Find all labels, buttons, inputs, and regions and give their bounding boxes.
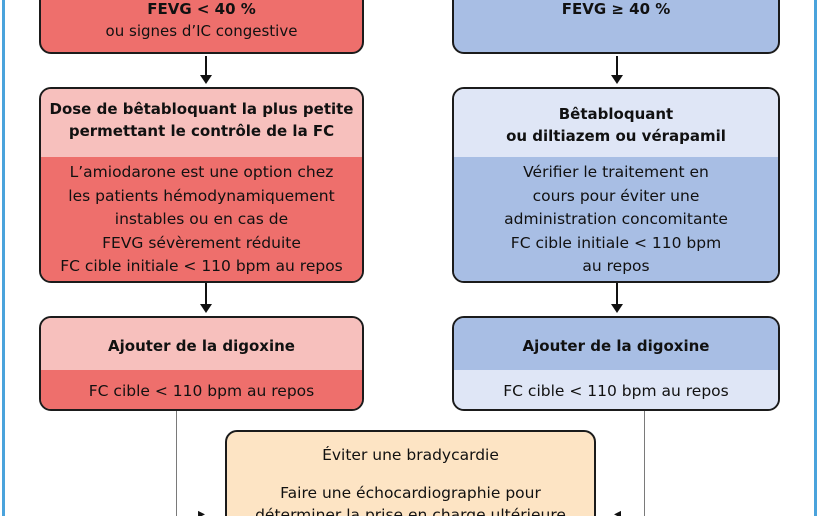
left-mid-title: Dose de bêtabloquant la plus petite perm…	[41, 89, 362, 157]
left-top-line-2: ou signes d’IC congestive	[105, 22, 298, 40]
center-line-3: déterminer la prise en charge ultérieure	[255, 506, 566, 516]
right-bottom-box: Ajouter de la digoxine FC cible < 110 bp…	[452, 316, 780, 411]
right-mid-box: Bêtabloquant ou diltiazem ou vérapamil V…	[452, 87, 780, 283]
right-top-line-1: FEVG ≥ 40 %	[561, 0, 671, 18]
right-mid-body: Vérifier le traitement en cours pour évi…	[454, 157, 778, 281]
right-arrow-2	[611, 283, 623, 313]
right-bottom-title: Ajouter de la digoxine	[454, 318, 778, 370]
left-mid-body-line-2: les patients hémodynamiquement	[68, 186, 335, 205]
center-line-1: Éviter une bradycardie	[322, 446, 499, 464]
left-bottom-title: Ajouter de la digoxine	[41, 318, 362, 370]
left-top-line-1: FEVG < 40 %	[147, 0, 256, 18]
left-mid-body: L’amiodarone est une option chez les pat…	[41, 157, 362, 281]
right-mid-body-line-1: Vérifier le traitement en	[523, 163, 709, 181]
right-connector-arrowhead: ◂	[614, 506, 622, 516]
left-mid-body-line-3: instables ou en cas de	[114, 210, 289, 228]
left-bottom-box: Ajouter de la digoxine FC cible < 110 bp…	[39, 316, 364, 411]
left-arrow-2	[200, 283, 212, 313]
right-connector-line	[644, 411, 645, 516]
right-arrow-1	[611, 56, 623, 84]
left-mid-title-line-2: permettant le contrôle de la FC	[68, 122, 335, 140]
right-mid-body-line-2: cours pour éviter une	[532, 186, 700, 205]
right-mid-body-line-4: FC cible initiale < 110 bpm	[510, 233, 722, 252]
left-arrow-1	[200, 56, 212, 84]
left-connector-arrowhead: ▸	[198, 506, 206, 516]
left-top-box: FEVG < 40 % ou signes d’IC congestive	[39, 0, 364, 54]
center-box: Éviter une bradycardie Faire une échocar…	[225, 430, 596, 516]
right-mid-title: Bêtabloquant ou diltiazem ou vérapamil	[454, 89, 778, 157]
right-mid-body-line-5: au repos	[582, 257, 650, 275]
left-bottom-body: FC cible < 110 bpm au repos	[41, 370, 362, 409]
left-connector-line	[176, 411, 177, 516]
left-mid-title-line-1: Dose de bêtabloquant la plus petite	[49, 100, 354, 118]
right-mid-title-line-2: ou diltiazem ou vérapamil	[506, 127, 726, 145]
left-mid-body-line-1: L’amiodarone est une option chez	[69, 163, 334, 181]
right-mid-body-line-3: administration concomitante	[504, 210, 728, 228]
right-mid-title-line-1: Bêtabloquant	[558, 105, 674, 123]
center-line-2: Faire une échocardiographie pour	[280, 484, 541, 502]
left-mid-box: Dose de bêtabloquant la plus petite perm…	[39, 87, 364, 283]
right-bottom-body: FC cible < 110 bpm au repos	[454, 370, 778, 409]
right-top-box: FEVG ≥ 40 %	[452, 0, 780, 54]
left-mid-body-line-4: FEVG sévèrement réduite	[102, 233, 301, 252]
left-mid-body-line-5: FC cible initiale < 110 bpm au repos	[60, 257, 343, 275]
